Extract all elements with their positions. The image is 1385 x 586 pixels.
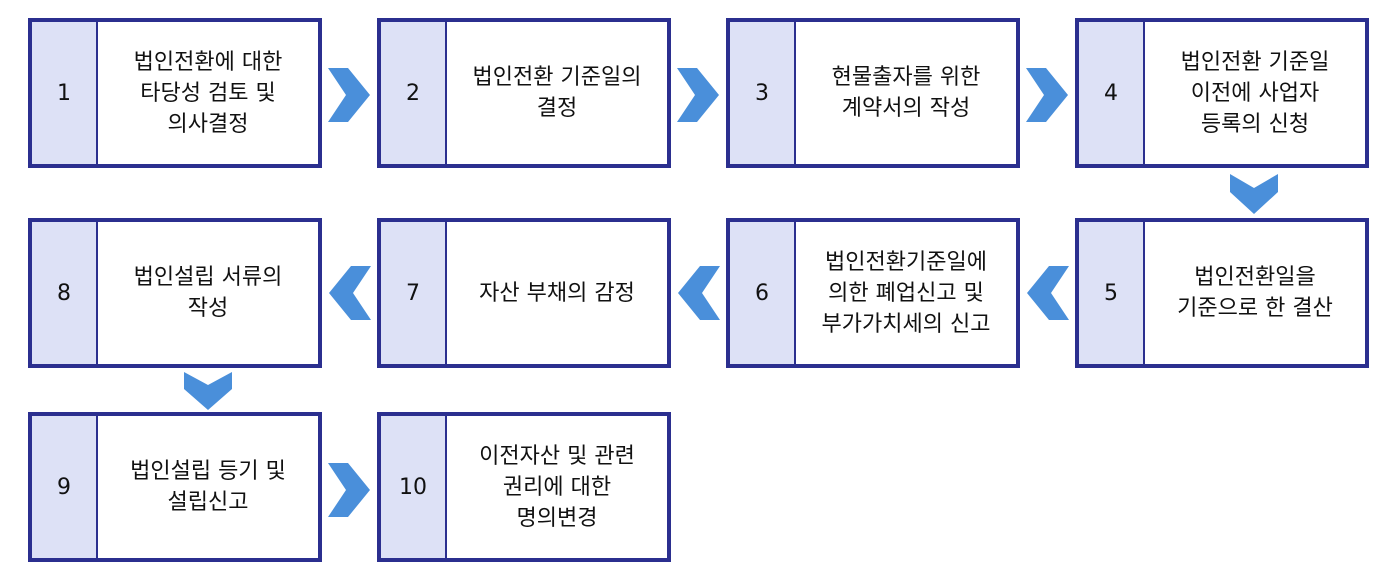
- step-4: 4 법인전환 기준일 이전에 사업자 등록의 신청: [1075, 18, 1369, 168]
- step-label: 법인설립 서류의 작성: [133, 265, 283, 321]
- arrow-down-icon: [184, 372, 232, 410]
- step-3: 3 현물출자를 위한 계약서의 작성: [726, 18, 1020, 168]
- step-label: 현물출자를 위한 계약서의 작성: [831, 65, 981, 121]
- arrow-left-icon: [329, 266, 371, 320]
- step-number: 2: [381, 22, 447, 164]
- arrow-right-icon: [677, 68, 719, 122]
- step-label: 법인전환 기준일 이전에 사업자 등록의 신청: [1180, 49, 1330, 137]
- step-number: 6: [730, 222, 796, 364]
- arrow-left-icon: [678, 266, 720, 320]
- step-label: 법인설립 등기 및 설립신고: [130, 459, 286, 515]
- step-number: 10: [381, 416, 447, 558]
- step-number: 3: [730, 22, 796, 164]
- arrow-right-icon: [1026, 68, 1068, 122]
- step-5: 5 법인전환일을 기준으로 한 결산: [1075, 218, 1369, 368]
- step-number: 9: [32, 416, 98, 558]
- step-number: 4: [1079, 22, 1145, 164]
- step-1: 1 법인전환에 대한 타당성 검토 및 의사결정: [28, 18, 322, 168]
- step-2: 2 법인전환 기준일의 결정: [377, 18, 671, 168]
- arrow-right-icon: [328, 68, 370, 122]
- arrow-down-icon: [1230, 174, 1278, 214]
- step-number: 8: [32, 222, 98, 364]
- step-label: 이전자산 및 관련 권리에 대한 명의변경: [479, 443, 635, 531]
- arrow-left-icon: [1027, 266, 1069, 320]
- step-number: 1: [32, 22, 98, 164]
- step-label: 법인전환에 대한 타당성 검토 및 의사결정: [133, 49, 283, 137]
- arrow-right-icon: [328, 463, 370, 517]
- step-label: 법인전환기준일에 의한 폐업신고 및 부가가치세의 신고: [821, 249, 991, 337]
- step-label: 법인전환 기준일의 결정: [472, 65, 642, 121]
- step-9: 9 법인설립 등기 및 설립신고: [28, 412, 322, 562]
- step-number: 5: [1079, 222, 1145, 364]
- step-8: 8 법인설립 서류의 작성: [28, 218, 322, 368]
- step-6: 6 법인전환기준일에 의한 폐업신고 및 부가가치세의 신고: [726, 218, 1020, 368]
- step-10: 10 이전자산 및 관련 권리에 대한 명의변경: [377, 412, 671, 562]
- step-number: 7: [381, 222, 447, 364]
- step-label: 법인전환일을 기준으로 한 결산: [1177, 265, 1333, 321]
- step-7: 7 자산 부채의 감정: [377, 218, 671, 368]
- step-label: 자산 부채의 감정: [479, 280, 635, 306]
